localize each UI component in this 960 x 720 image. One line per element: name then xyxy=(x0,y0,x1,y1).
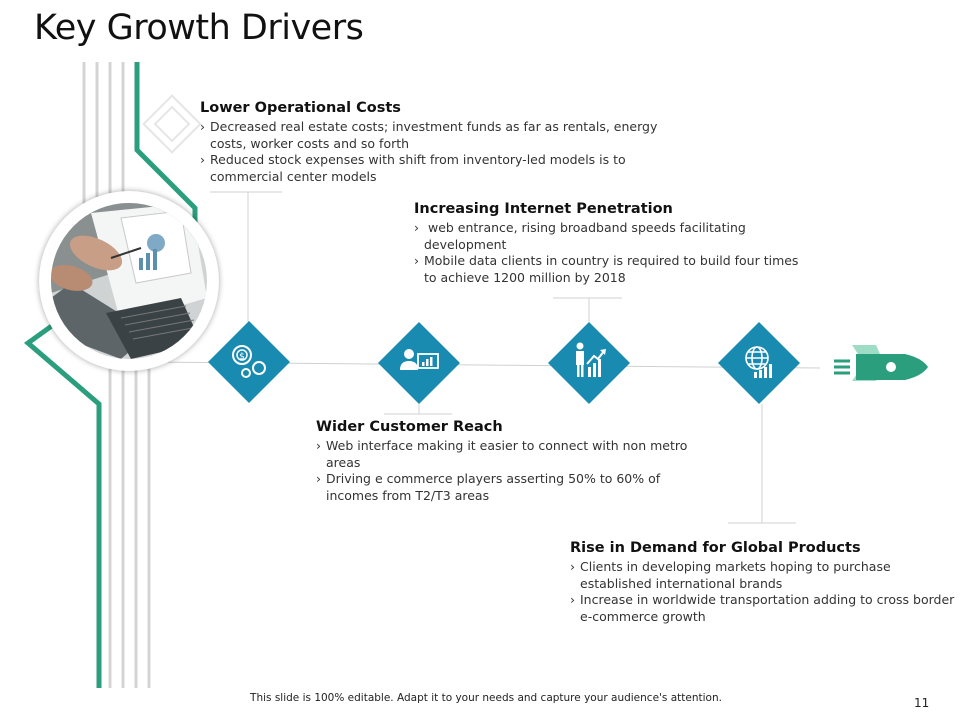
chevron-right-icon: › xyxy=(200,119,205,134)
bullet-item: › Increase in worldwide transportation ad… xyxy=(570,592,955,625)
vertical-stripes xyxy=(82,62,151,688)
presenter-chart-icon xyxy=(400,349,439,370)
footer-note: This slide is 100% editable. Adapt it to… xyxy=(250,692,722,704)
chevron-right-icon: › xyxy=(570,559,575,574)
bullet-text: web entrance, rising broadband speeds fa… xyxy=(424,220,746,252)
page-number: 11 xyxy=(914,696,930,710)
driver-diamond-4 xyxy=(717,321,801,405)
driver-lower-operational-costs: Lower Operational Costs › Decreased real … xyxy=(200,100,670,185)
driver-bullets: › Web interface making it easier to conne… xyxy=(316,438,706,504)
driver-title: Lower Operational Costs xyxy=(200,100,401,116)
driver-diamond-1: $ xyxy=(207,320,291,404)
bullet-text: Web interface making it easier to connec… xyxy=(326,438,688,470)
bullet-item: › Clients in developing markets hoping to… xyxy=(570,559,955,592)
bullet-item: › Web interface making it easier to conne… xyxy=(316,438,706,471)
driver-diamond-2 xyxy=(377,321,461,405)
business-meeting-photo xyxy=(51,203,207,359)
bullet-item: › Driving e commerce players asserting 50… xyxy=(316,471,706,504)
chevron-right-icon: › xyxy=(200,152,205,167)
driver-title: Rise in Demand for Global Products xyxy=(570,540,861,556)
svg-text:$: $ xyxy=(239,352,245,362)
driver-bullets: › Clients in developing markets hoping to… xyxy=(570,559,955,625)
chevron-right-icon: › xyxy=(316,438,321,453)
driver-wider-customer-reach: Wider Customer Reach › Web interface maki… xyxy=(316,419,706,504)
chevron-right-icon: › xyxy=(414,253,419,268)
driver-diamond-3 xyxy=(547,321,631,405)
driver-bullets: › web entrance, rising broadband speeds … xyxy=(414,220,809,286)
chevron-right-icon: › xyxy=(570,592,575,607)
driver-title: Increasing Internet Penetration xyxy=(414,201,673,217)
chevron-right-icon: › xyxy=(316,471,321,486)
driver-bullets: › Decreased real estate costs; investment… xyxy=(200,119,670,185)
globe-chart-icon xyxy=(745,346,772,378)
bullet-text: Reduced stock expenses with shift from i… xyxy=(210,152,626,184)
chevron-right-icon: › xyxy=(414,220,419,235)
money-gears-icon: $ xyxy=(232,345,266,378)
teal-accent-line-lower xyxy=(23,317,102,688)
photo-frame xyxy=(39,191,219,371)
driver-increasing-internet-penetration: Increasing Internet Penetration › web en… xyxy=(414,201,809,286)
rocket-icon xyxy=(834,345,928,381)
bullet-item: › web entrance, rising broadband speeds … xyxy=(414,220,809,253)
driver-title: Wider Customer Reach xyxy=(316,419,503,435)
bullet-item: › Mobile data clients in country is requi… xyxy=(414,253,809,286)
bullet-text: Clients in developing markets hoping to … xyxy=(580,559,891,591)
person-growth-chart-icon xyxy=(576,342,606,377)
bullet-text: Increase in worldwide transportation add… xyxy=(580,592,955,624)
bullet-item: › Reduced stock expenses with shift from … xyxy=(200,152,670,185)
bullet-text: Decreased real estate costs; investment … xyxy=(210,119,658,151)
driver-rise-in-demand-global-products: Rise in Demand for Global Products › Clie… xyxy=(570,540,955,625)
bullet-text: Driving e commerce players asserting 50%… xyxy=(326,471,661,503)
bullet-item: › Decreased real estate costs; investment… xyxy=(200,119,670,152)
slide-title: Key Growth Drivers xyxy=(34,8,364,48)
bullet-text: Mobile data clients in country is requir… xyxy=(424,253,799,285)
